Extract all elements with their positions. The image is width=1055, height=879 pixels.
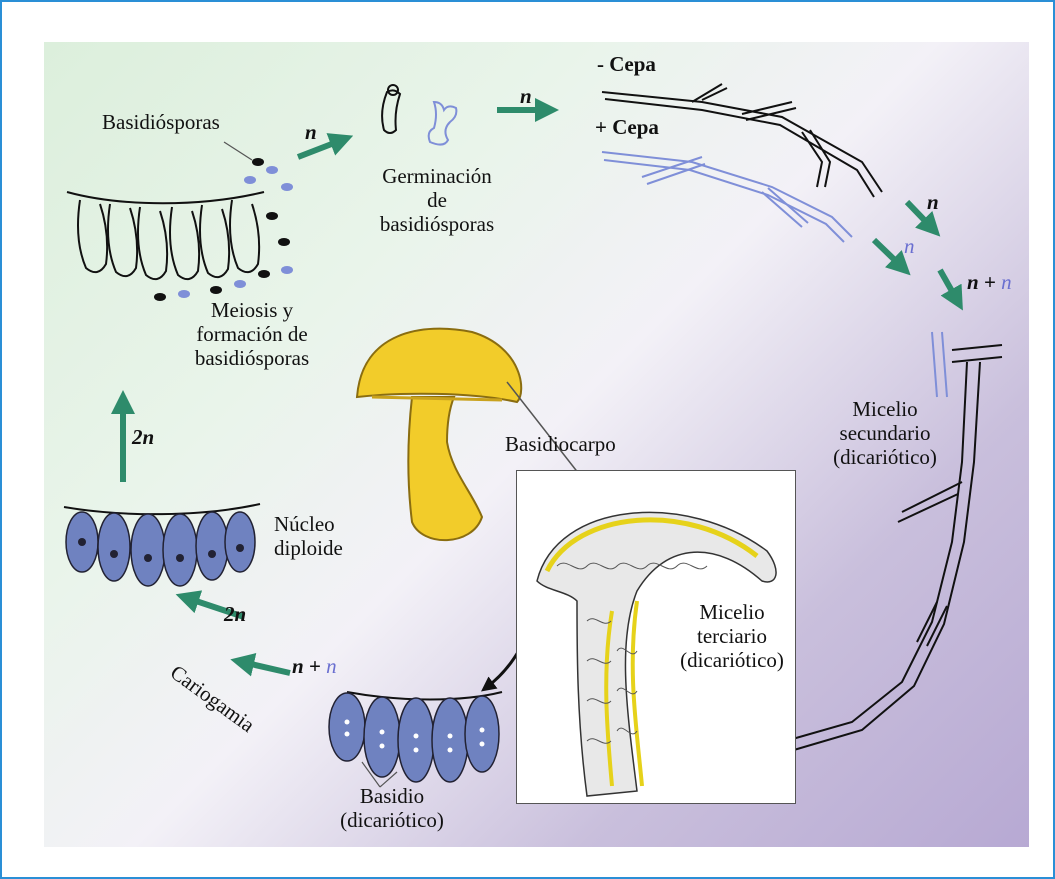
- label-n-2: n: [520, 84, 532, 108]
- label-germinacion-l2: de: [357, 188, 517, 212]
- label-meiosis: Meiosis y formación de basidiósporas: [142, 298, 362, 370]
- nn-right-b: n: [1001, 270, 1012, 294]
- label-n-4: n: [904, 234, 915, 258]
- label-nucleo-diploide: Núcleo diploide: [274, 512, 343, 560]
- label-basidio: Basidio (dicariótico): [322, 784, 462, 832]
- germinating-spore-dark: [382, 85, 400, 133]
- label-micelio-secundario-l2: secundario: [810, 421, 960, 445]
- spores: [154, 158, 293, 301]
- nn-bottom-b: n: [326, 654, 337, 678]
- label-germinacion: Germinación de basidiósporas: [357, 164, 517, 236]
- basidia-diploid: [64, 504, 260, 586]
- nn-bottom-plus: +: [304, 654, 326, 678]
- label-meiosis-l3: basidiósporas: [142, 346, 362, 370]
- arrow-plasmogamy: [940, 270, 957, 300]
- nn-right-plus: +: [979, 270, 1001, 294]
- hyphae-minus-strain: [602, 84, 882, 197]
- label-2n-left: 2n: [132, 425, 154, 449]
- secondary-mycelium-plus: [932, 332, 947, 397]
- label-n-3: n: [927, 190, 939, 214]
- label-micelio-secundario-l3: (dicariótico): [810, 445, 960, 469]
- label-cepa-plus: + Cepa: [595, 115, 659, 139]
- label-basidiocarpo: Basidiocarpo: [505, 432, 616, 456]
- label-basidiosporas: Basidiósporas: [102, 110, 220, 134]
- arrow-nn-bottom: [242, 662, 290, 673]
- label-n-plus-n-right: n + n: [967, 270, 1012, 294]
- basidia-meiosis: [67, 192, 264, 279]
- label-cepa-minus: - Cepa: [597, 52, 656, 76]
- label-micelio-secundario: Micelio secundario (dicariótico): [810, 397, 960, 469]
- label-micelio-terciario-l2: terciario: [657, 624, 807, 648]
- label-meiosis-l2: formación de: [142, 322, 362, 346]
- basidiosporas-leader: [224, 142, 252, 160]
- label-n-plus-n-bottom: n + n: [292, 654, 337, 678]
- label-2n-bottom: 2n: [224, 602, 246, 626]
- label-nucleo-l1: Núcleo: [274, 512, 343, 536]
- label-micelio-terciario-l3: (dicariótico): [657, 648, 807, 672]
- label-basidio-l2: (dicariótico): [322, 808, 462, 832]
- label-micelio-terciario: Micelio terciario (dicariótico): [657, 600, 807, 672]
- mushroom-basidiocarp: [357, 329, 521, 540]
- label-basidio-l1: Basidio: [322, 784, 462, 808]
- hyphae-plus-strain: [602, 152, 852, 242]
- label-micelio-terciario-l1: Micelio: [657, 600, 807, 624]
- germinating-spore-light: [429, 102, 457, 145]
- label-n-1: n: [305, 120, 317, 144]
- basidia-dikaryotic: [329, 692, 502, 782]
- label-micelio-secundario-l1: Micelio: [810, 397, 960, 421]
- label-nucleo-l2: diploide: [274, 536, 343, 560]
- nn-right-a: n: [967, 270, 979, 294]
- label-germinacion-l1: Germinación: [357, 164, 517, 188]
- label-meiosis-l1: Meiosis y: [142, 298, 362, 322]
- label-germinacion-l3: basidiósporas: [357, 212, 517, 236]
- nn-bottom-a: n: [292, 654, 304, 678]
- arrow-plus-strain: [874, 240, 902, 267]
